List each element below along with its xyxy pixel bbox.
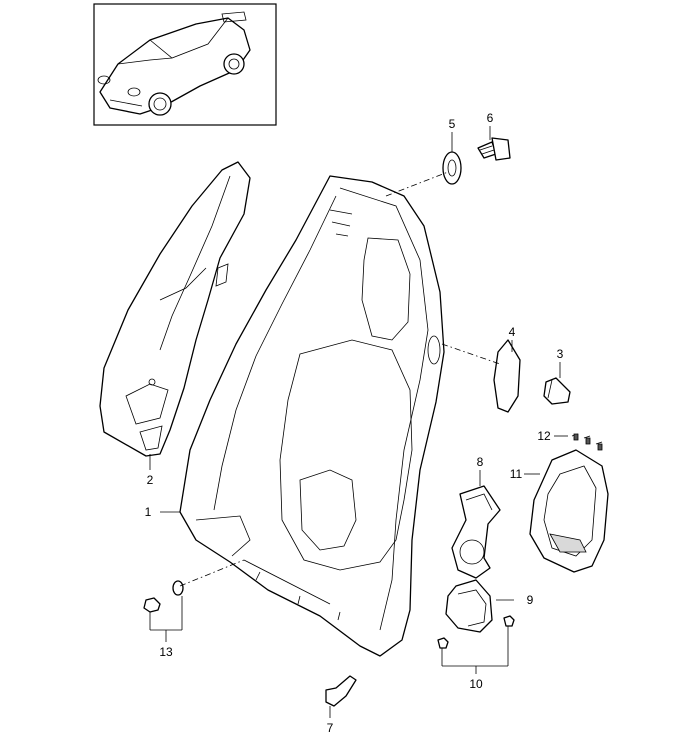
seat-backrest-shell <box>179 175 445 657</box>
callout-7: 7 <box>327 721 334 735</box>
callout-13: 13 <box>159 645 173 659</box>
cover-and-clip <box>493 339 571 413</box>
callout-10: 10 <box>469 677 483 691</box>
trim-frame <box>529 433 609 573</box>
assembly-line <box>179 559 245 587</box>
callout-9: 9 <box>527 593 534 607</box>
callout-3: 3 <box>557 347 564 361</box>
clip-part <box>325 675 357 707</box>
fastener-set <box>143 580 184 613</box>
callout-11: 11 <box>510 467 523 481</box>
callout-4: 4 <box>509 325 516 339</box>
adjuster-unit <box>437 579 515 649</box>
callout-6: 6 <box>487 111 494 125</box>
callout-1: 1 <box>145 505 152 519</box>
callout-2: 2 <box>147 473 154 487</box>
bracket-part <box>451 485 501 579</box>
assembly-line <box>441 343 501 365</box>
vehicle-thumbnail <box>93 3 277 126</box>
leader-lines <box>149 126 568 718</box>
assembly-line <box>385 171 449 197</box>
callout-labels: 1 2 3 4 5 6 7 8 9 10 11 12 13 <box>145 111 564 735</box>
callout-5: 5 <box>449 117 456 131</box>
cap-and-screw <box>442 137 511 185</box>
callout-8: 8 <box>477 455 484 469</box>
callout-12: 12 <box>537 429 551 443</box>
side-trim-panel <box>99 161 251 457</box>
